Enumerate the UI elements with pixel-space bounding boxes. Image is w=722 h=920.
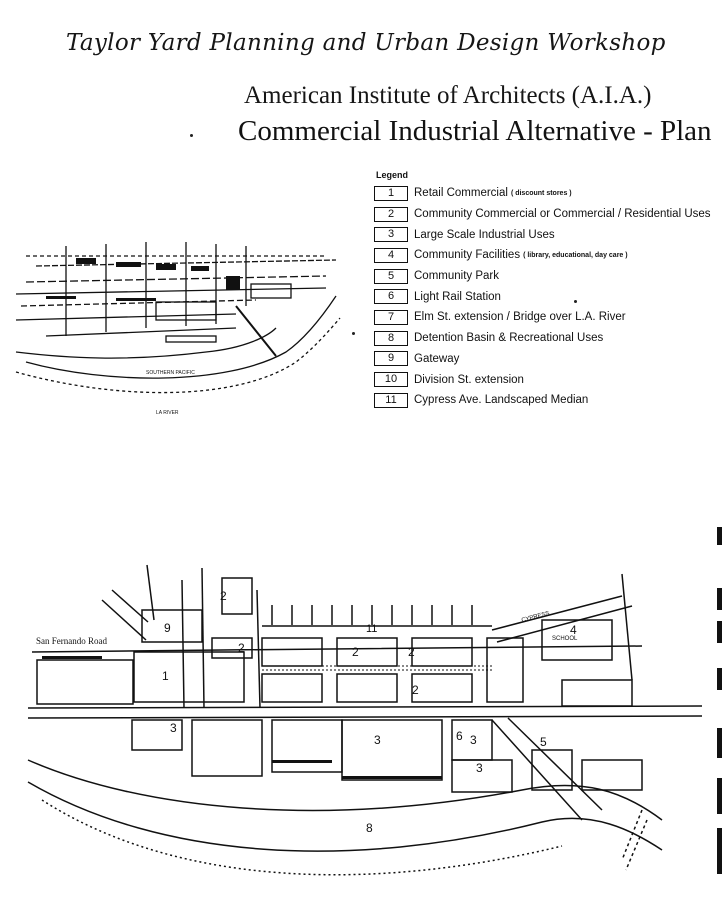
legend-number-box: 3 <box>374 227 408 243</box>
area-3: 3 <box>170 721 177 735</box>
legend-label: Gateway <box>414 352 460 365</box>
road-label: San Fernando Road <box>36 636 107 646</box>
svg-text:LA RIVER: LA RIVER <box>156 410 179 416</box>
legend-label: Cypress Ave. Landscaped Median <box>414 394 589 407</box>
area-2: 2 <box>220 589 227 603</box>
area-1: 1 <box>162 669 169 683</box>
legend-label: Retail Commercial <box>414 187 508 200</box>
legend-label: Large Scale Industrial Uses <box>414 228 555 241</box>
legend-number-box: 9 <box>374 351 408 367</box>
legend-label: Community Commercial or Commercial / Res… <box>414 208 711 221</box>
speck <box>352 332 355 335</box>
page-edge-mark <box>717 527 722 545</box>
area-6: 6 <box>456 729 463 743</box>
site-plan-map: San Fernando Road CYPRESS SCHOOL 8 1 2 2… <box>27 564 703 876</box>
legend-number-box: 5 <box>374 268 408 284</box>
svg-text:SOUTHERN PACIFIC: SOUTHERN PACIFIC <box>146 370 195 376</box>
area-5: 5 <box>540 735 547 749</box>
legend-item: 6 Light Rail Station <box>374 286 720 307</box>
legend-number-box: 7 <box>374 309 408 325</box>
legend-item: 4 Community Facilities( library, educatio… <box>374 245 720 266</box>
legend-number-box: 1 <box>374 185 408 201</box>
legend-label: Light Rail Station <box>414 290 501 303</box>
basin-label: 8 <box>366 821 373 835</box>
legend-label: Division St. extension <box>414 373 524 386</box>
legend-heading: Legend <box>376 170 409 180</box>
area-4: 4 <box>570 623 577 637</box>
area-11: 11 <box>366 623 377 635</box>
area-2: 2 <box>412 683 419 697</box>
page-edge-mark <box>717 828 722 874</box>
page-edge-mark <box>717 668 722 690</box>
area-3: 3 <box>476 761 483 775</box>
legend-label: Elm St. extension / Bridge over L.A. Riv… <box>414 311 626 324</box>
legend-number-box: 4 <box>374 247 408 263</box>
area-2: 2 <box>238 641 245 655</box>
legend-number-box: 10 <box>374 372 408 388</box>
legend-item: 1 Retail Commercial( discount stores ) <box>374 183 720 204</box>
legend-item: 10 Division St. extension <box>374 369 720 390</box>
legend-item: 5 Community Park <box>374 266 720 287</box>
page-edge-mark <box>717 728 722 758</box>
area-2: 2 <box>408 645 415 659</box>
school-label: SCHOOL <box>552 636 578 642</box>
area-3: 3 <box>470 733 477 747</box>
page-edge-mark <box>717 621 722 643</box>
legend-item: 9 Gateway <box>374 349 720 370</box>
legend-number-box: 11 <box>374 392 408 408</box>
legend-item: 8 Detention Basin & Recreational Uses <box>374 328 720 349</box>
legend-number-box: 6 <box>374 289 408 305</box>
organization-title: American Institute of Architects (A.I.A.… <box>244 82 652 109</box>
area-9: 9 <box>164 621 171 635</box>
legend-number-box: 2 <box>374 206 408 222</box>
area-3: 3 <box>374 733 381 747</box>
legend-item: 11 Cypress Ave. Landscaped Median <box>374 390 720 411</box>
legend-label: Community Park <box>414 270 499 283</box>
area-2: 2 <box>352 645 359 659</box>
legend-number-box: 8 <box>374 330 408 346</box>
street-label: CYPRESS <box>521 611 550 624</box>
workshop-title: Taylor Yard Planning and Urban Design Wo… <box>66 30 666 56</box>
overview-map: SOUTHERN PACIFIC LA RIVER <box>15 242 341 416</box>
speck <box>574 300 577 303</box>
page-edge-mark <box>717 778 722 814</box>
page-edge-mark <box>717 588 722 610</box>
legend-note: ( discount stores ) <box>510 189 572 197</box>
legend-label: Detention Basin & Recreational Uses <box>414 332 604 345</box>
legend-label: Community Facilities <box>414 249 521 262</box>
legend-item: 2 Community Commercial or Commercial / Re… <box>374 204 720 225</box>
plan-title: Commercial Industrial Alternative - Plan <box>238 115 712 147</box>
legend-item: 3 Large Scale Industrial Uses <box>374 224 720 245</box>
legend-item: 7 Elm St. extension / Bridge over L.A. Ri… <box>374 307 720 328</box>
legend-note: ( library, educational, day care ) <box>523 251 628 259</box>
speck <box>190 134 193 137</box>
